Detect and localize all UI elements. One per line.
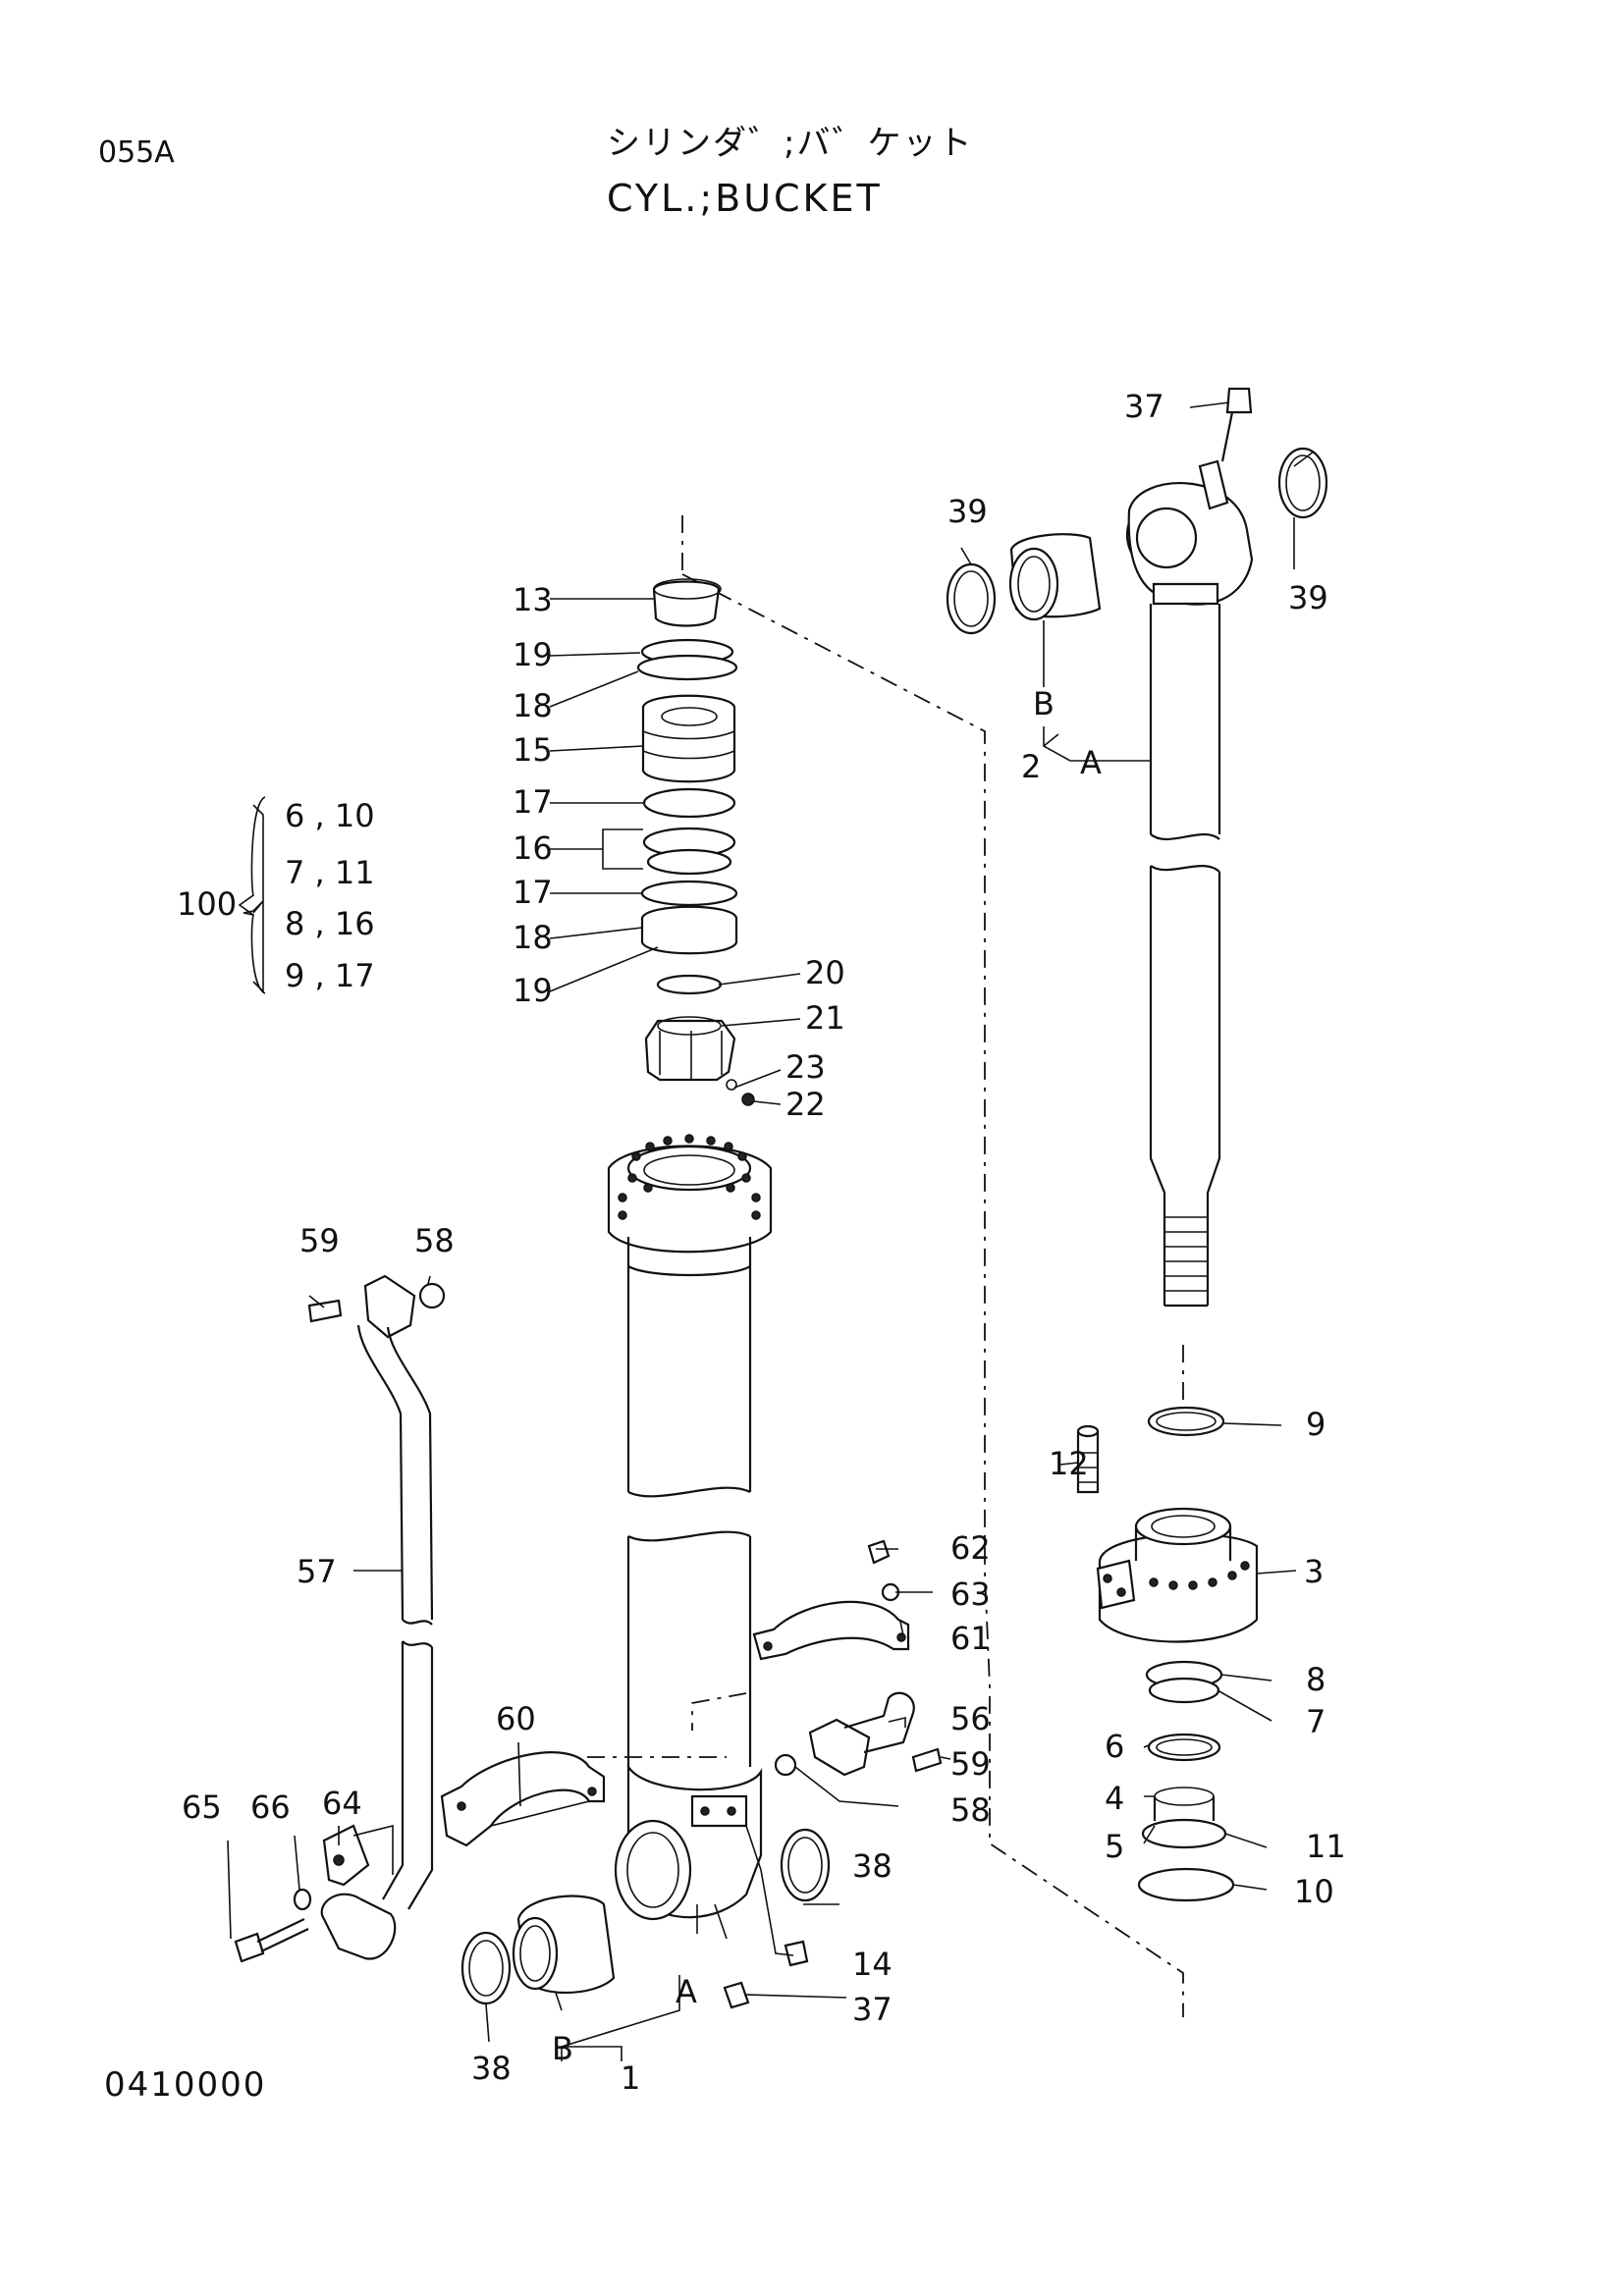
- title-japanese: シリンダ゛;バ゛ケット: [607, 124, 974, 163]
- kit-brace: [238, 796, 266, 994]
- callout-21: 21: [805, 999, 845, 1037]
- piston-rod-assembly: [946, 387, 1328, 1308]
- callout-56: 56: [950, 1700, 991, 1737]
- callout-62: 62: [950, 1529, 991, 1567]
- callout-4: 4: [1105, 1780, 1124, 1817]
- clamps-and-elbow: [440, 1539, 943, 1847]
- callout-38-left: 38: [471, 2050, 512, 2087]
- callout-61: 61: [950, 1620, 991, 1657]
- piston-seal-stack: [636, 578, 755, 1106]
- callout-10: 10: [1294, 1873, 1334, 1910]
- callout-12: 12: [1049, 1445, 1089, 1482]
- kit-row-3: 8 , 16: [285, 905, 375, 942]
- callout-8: 8: [1306, 1661, 1325, 1698]
- callout-39-left: 39: [947, 493, 988, 530]
- callout-58-elbow: 58: [950, 1791, 991, 1829]
- title-english: CYL.;BUCKET: [607, 177, 883, 220]
- rod-gland-assembly: [1076, 1406, 1259, 1902]
- callout-66: 66: [250, 1789, 291, 1826]
- callout-57: 57: [297, 1553, 337, 1590]
- kit-row-4: 9 , 17: [285, 957, 375, 994]
- callout-17-upper: 17: [513, 783, 553, 821]
- callout-labels: 13 19 18 15 17 16 17 18 19 20 21 23 22 3…: [177, 388, 1346, 2097]
- callout-6: 6: [1105, 1728, 1124, 1765]
- callout-37-rod: 37: [1124, 388, 1164, 425]
- callout-tube-B: B: [552, 2030, 573, 2067]
- callout-59-elbow: 59: [950, 1745, 991, 1783]
- kit-row-1: 6 , 10: [285, 797, 375, 834]
- callout-60: 60: [496, 1700, 536, 1737]
- callout-19-lower: 19: [513, 972, 553, 1009]
- callout-39-right: 39: [1288, 579, 1328, 616]
- callout-7: 7: [1306, 1703, 1325, 1740]
- callout-5: 5: [1105, 1828, 1124, 1865]
- page-code: 055A: [98, 135, 175, 170]
- callout-65: 65: [182, 1789, 222, 1826]
- callout-37-tube: 37: [852, 1991, 893, 2028]
- callout-rod-B: B: [1033, 685, 1055, 722]
- hose-pipe-assembly: [234, 1274, 446, 1963]
- callout-1: 1: [621, 2059, 640, 2097]
- callout-18-upper: 18: [513, 687, 553, 724]
- callout-59-hose: 59: [299, 1222, 340, 1259]
- callout-22: 22: [785, 1086, 826, 1123]
- callout-16: 16: [513, 829, 553, 867]
- callout-14: 14: [852, 1946, 893, 1983]
- callout-13: 13: [513, 581, 553, 618]
- callout-tube-A: A: [676, 1973, 697, 2010]
- callout-17-lower: 17: [513, 874, 553, 911]
- kit-number: 100: [177, 885, 237, 923]
- callout-18-lower: 18: [513, 919, 553, 956]
- callout-38-right: 38: [852, 1847, 893, 1885]
- callout-19-upper: 19: [513, 636, 553, 673]
- callout-63: 63: [950, 1575, 991, 1613]
- callout-2: 2: [1021, 748, 1041, 785]
- callout-58-hose: 58: [414, 1222, 455, 1259]
- callout-rod-A: A: [1080, 744, 1102, 781]
- callout-15: 15: [513, 731, 553, 769]
- callout-3: 3: [1304, 1553, 1324, 1590]
- callout-11: 11: [1306, 1828, 1346, 1865]
- kit-row-2: 7 , 11: [285, 854, 375, 891]
- callout-23: 23: [785, 1048, 826, 1086]
- callout-9: 9: [1306, 1406, 1325, 1443]
- leader-lines: [227, 401, 1315, 2061]
- drawing-code: 0410000: [104, 2065, 267, 2105]
- cylinder-tube-assembly: [460, 1134, 831, 2009]
- callout-20: 20: [805, 954, 845, 991]
- callout-64: 64: [322, 1785, 362, 1822]
